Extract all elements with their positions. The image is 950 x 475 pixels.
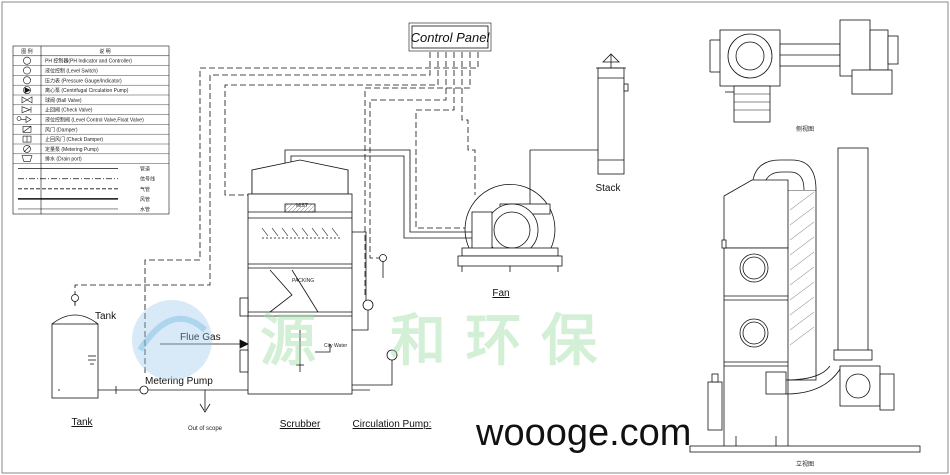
pressure-gauge-icon (23, 76, 31, 85)
legend-item-label: 排水 (Drain port) (45, 156, 82, 163)
legend-item-label: 压力表 (Pressure Gauge/Indicator) (45, 77, 122, 84)
ph-indicator-icon (23, 56, 31, 65)
legend-item-label: 定量泵 (Metering Pump) (45, 146, 99, 153)
tank (51, 294, 99, 399)
level-switch-icon (23, 66, 31, 75)
centrifugal-pump-icon (23, 86, 31, 94)
front-view-drawing (689, 147, 921, 453)
legend-header-desc: 说 明 (99, 48, 110, 55)
stack (596, 53, 629, 175)
legend-item-label: 风门 (Damper) (45, 126, 78, 133)
scrubber (239, 159, 370, 395)
svg-text:源: 源 (260, 309, 316, 374)
control-panel: Control Panel (408, 22, 492, 52)
city-water-label: City Water (324, 343, 347, 349)
legend-item-label: PH 控制器(PH Indicator and Controller) (45, 58, 132, 65)
check-valve-icon (21, 106, 32, 114)
front-view-hatch (789, 191, 815, 346)
legend-item-label: 球阀 (Ball Valve) (45, 97, 82, 104)
mist-label: MIST (296, 203, 308, 209)
watermark: 源 和 环 保 (132, 300, 598, 380)
stack-label: Stack (595, 183, 621, 194)
check-damper-icon (22, 135, 32, 143)
legend-line-label: 水管 (140, 206, 150, 213)
metering-pump-label: Metering Pump (145, 376, 213, 387)
legend-item-label: 止回风门 (Check Damper) (45, 136, 103, 143)
website-label: woooge.com (475, 412, 691, 454)
legend-table (12, 45, 170, 215)
legend-line-label: 信号线 (140, 176, 155, 183)
side-view-drawing (709, 19, 899, 123)
ball-valve-icon (21, 96, 33, 104)
tank-top-label: Tank (95, 311, 117, 322)
drain-port-icon (21, 155, 33, 162)
damper-icon (22, 126, 32, 133)
legend-item-label: 止回阀 (Check Valve) (45, 107, 93, 114)
legend-content: 图 例 说 明 PH 控制器(PH Indicator and Controller… (13, 48, 169, 213)
legend-line-label: 气管 (140, 186, 150, 193)
watermark-text: 和 环 保 (390, 309, 598, 374)
float-valve-icon (16, 115, 32, 124)
side-view-label: 侧视图 (796, 125, 814, 133)
fan-label: Fan (492, 288, 509, 299)
legend-line-label: 管道 (140, 166, 150, 173)
control-panel-label: Control Panel (411, 30, 491, 45)
flue-gas-inlet (160, 339, 249, 349)
metering-pump-line (98, 385, 248, 413)
metering-pump-icon (23, 145, 31, 153)
fan (457, 149, 598, 272)
packing-label: PACKING (292, 278, 314, 284)
control-signal-lines (74, 52, 479, 375)
flue-gas-label: Flue Gas (180, 332, 221, 343)
out-of-scope-label: Out of scope (188, 426, 223, 432)
circulation-pump-label: Circulation Pump: (353, 419, 432, 430)
scrubber-label: Scrubber (280, 419, 321, 430)
legend-item-label: 液位控制阀 (Level Control Valve,Float Valve) (45, 117, 144, 124)
tank-bottom-label: Tank (71, 417, 93, 428)
duct-to-fan (284, 149, 472, 239)
front-view-label: 立视图 (796, 460, 814, 468)
legend-header-symbol: 图 例 (21, 48, 32, 55)
scrubber-spray (261, 227, 339, 237)
legend-item-label: 液位控制 (Level Switch) (45, 68, 98, 75)
legend-line-label: 风管 (140, 196, 150, 203)
legend-item-label: 离心泵 (Centrifugal Circulation Pump) (45, 87, 129, 94)
circulation-piping (352, 231, 398, 386)
